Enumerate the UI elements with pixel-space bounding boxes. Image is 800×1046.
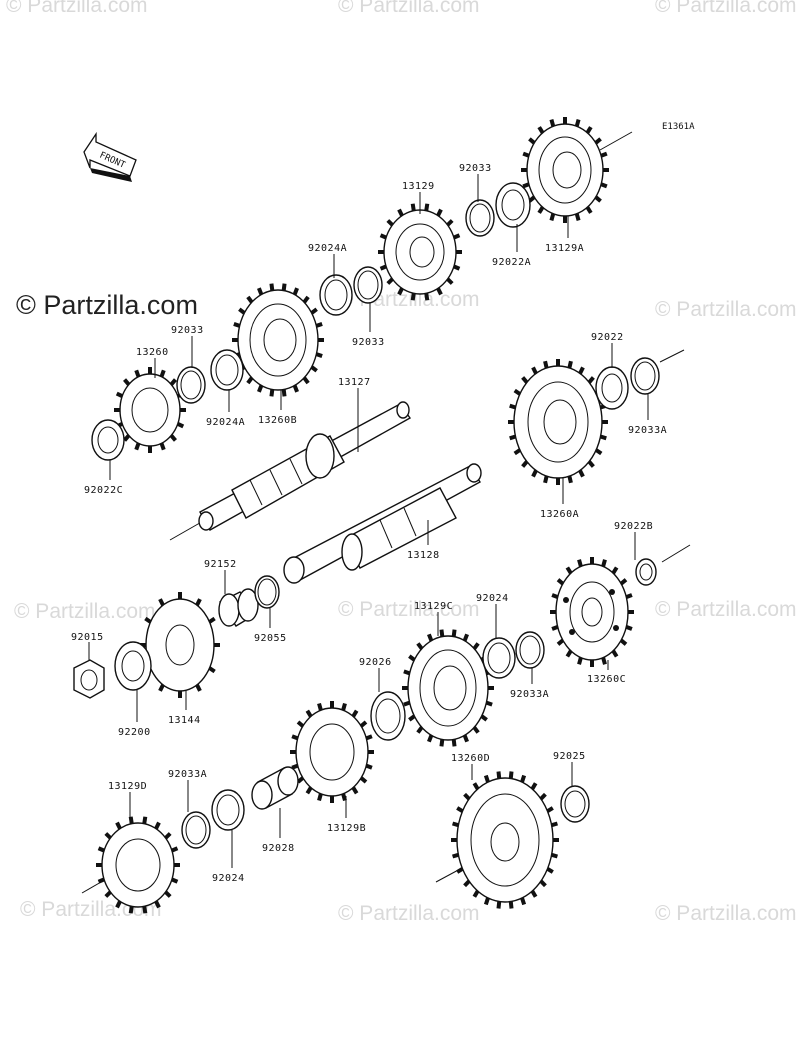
- gear-teeth: [140, 592, 220, 698]
- watermark: © Partzilla.com: [338, 0, 480, 17]
- label-92022A: 92022A: [492, 257, 531, 268]
- label-92033A-mid: 92033A: [510, 689, 549, 700]
- label-13144: 13144: [168, 715, 201, 726]
- gear-13129-icon: [383, 209, 457, 295]
- bushing-92028-icon: [251, 766, 299, 810]
- nut-92015-icon: [73, 659, 105, 699]
- gear-teeth: [378, 203, 462, 301]
- collar-92152-icon: [218, 588, 259, 627]
- label-13129D: 13129D: [108, 781, 147, 792]
- gear-13129B-icon: [295, 707, 369, 797]
- circlip-92033-mid-icon: [353, 266, 383, 304]
- watermark: © Partzilla.com: [6, 0, 148, 17]
- front-arrow-icon: FRONT: [83, 131, 137, 182]
- label-13128: 13128: [407, 550, 440, 561]
- label-92033-left: 92033: [171, 325, 204, 336]
- label-13129A: 13129A: [545, 243, 584, 254]
- washer-92022C-icon: [91, 419, 125, 461]
- watermark: © Partzilla.com: [655, 598, 797, 621]
- label-92022B: 92022B: [614, 521, 653, 532]
- label-92024A-top: 92024A: [308, 243, 347, 254]
- circlip-92033-top-icon: [465, 199, 495, 237]
- label-13129B: 13129B: [327, 823, 366, 834]
- washer-92024A-low-icon: [210, 349, 244, 391]
- label-92055: 92055: [254, 633, 287, 644]
- label-13260D: 13260D: [451, 753, 490, 764]
- gear-13129C-icon: [407, 635, 489, 741]
- gear-teeth: [550, 557, 634, 667]
- washer-92022A-icon: [495, 182, 531, 228]
- washer-92200-icon: [114, 641, 152, 691]
- gear-teeth: [290, 701, 374, 803]
- label-92033A-right: 92033A: [628, 425, 667, 436]
- label-92033A-low: 92033A: [168, 769, 207, 780]
- shaft-13128-icon: [283, 463, 482, 584]
- label-13260: 13260: [136, 347, 169, 358]
- gear-13260A-icon: [513, 365, 603, 479]
- watermark: © Partzilla.com: [655, 298, 797, 321]
- label-13129: 13129: [402, 181, 435, 192]
- circlip-92033A-right-icon: [630, 357, 660, 395]
- gear-teeth: [451, 771, 559, 909]
- figure-code: E1361A: [662, 122, 695, 132]
- sprocket-13144-icon: [145, 598, 215, 692]
- label-13260C: 13260C: [587, 674, 626, 685]
- label-92022C: 92022C: [84, 485, 123, 496]
- circlip-92033-left-icon: [176, 366, 206, 404]
- circlip-92033A-low-icon: [181, 811, 211, 849]
- label-92024A-low: 92024A: [206, 417, 245, 428]
- label-92200: 92200: [118, 727, 151, 738]
- gear-13260B-icon: [237, 289, 319, 391]
- label-13260A: 13260A: [540, 509, 579, 520]
- gear-teeth: [96, 816, 180, 914]
- gear-13129A-icon: [526, 123, 604, 217]
- label-13260B: 13260B: [258, 415, 297, 426]
- watermark: © Partzilla.com: [655, 0, 797, 17]
- label-92033-mid: 92033: [352, 337, 385, 348]
- brand-logo-text: © Partzilla.com: [16, 290, 198, 320]
- part-labels: 13129 92033 92022A 13129A 92024A 92033 9…: [71, 163, 667, 884]
- label-92028: 92028: [262, 843, 295, 854]
- gear-teeth: [521, 117, 609, 223]
- gear-13260C-icon: [555, 563, 629, 661]
- washer-92022-icon: [595, 366, 629, 410]
- washer-92026-icon: [370, 691, 406, 741]
- washer-92024A-top-icon: [319, 274, 353, 316]
- gear-13260D-icon: [456, 777, 554, 903]
- label-13127: 13127: [338, 377, 371, 388]
- washer-92025-icon: [560, 785, 590, 823]
- label-13129C: 13129C: [414, 601, 453, 612]
- label-92025: 92025: [553, 751, 586, 762]
- watermark: © Partzilla.com: [14, 600, 156, 623]
- watermark: © Partzilla.com: [338, 598, 480, 621]
- washer-92024-mid-icon: [482, 637, 516, 679]
- washer-92024-low-icon: [211, 789, 245, 831]
- leader-lines: [88, 174, 649, 868]
- watermark: © Partzilla.com: [655, 902, 797, 925]
- label-92024-mid: 92024: [476, 593, 509, 604]
- circlip-92033A-mid-icon: [515, 631, 545, 669]
- gear-13260-icon: [119, 373, 181, 447]
- label-92024-low: 92024: [212, 873, 245, 884]
- label-92026: 92026: [359, 657, 392, 668]
- gear-13129D-icon: [101, 822, 175, 908]
- washer-92022B-icon: [635, 558, 657, 586]
- label-92152: 92152: [204, 559, 237, 570]
- oring-92055-icon: [254, 575, 280, 609]
- label-92022: 92022: [591, 332, 624, 343]
- label-92033-top: 92033: [459, 163, 492, 174]
- watermark: © Partzilla.com: [338, 902, 480, 925]
- label-92015: 92015: [71, 632, 104, 643]
